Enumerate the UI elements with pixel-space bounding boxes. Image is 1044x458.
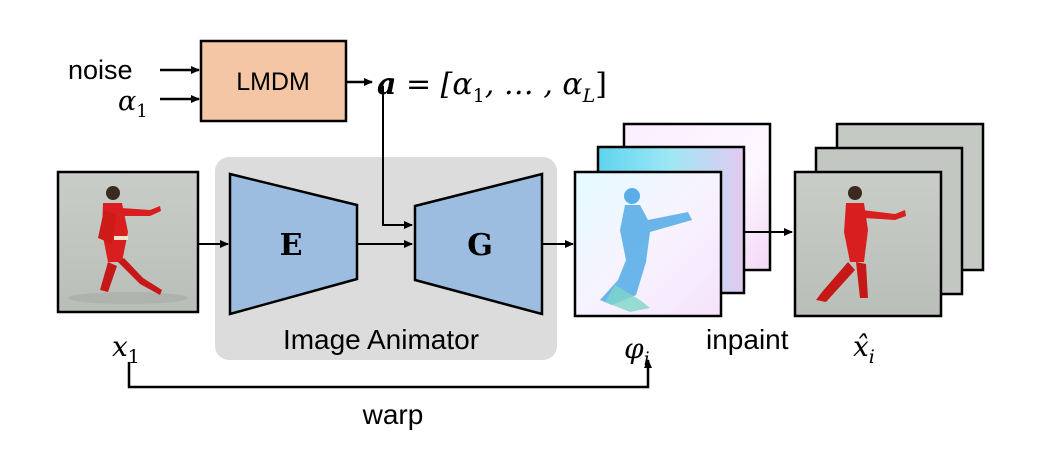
input-frame-photo — [56, 170, 200, 314]
flow-stack — [573, 122, 772, 318]
warp-arrow — [127, 359, 652, 389]
encoder-block — [228, 172, 359, 316]
image-animator-label: Image Animator — [283, 324, 479, 355]
warp-label: warp — [362, 399, 424, 430]
generator-block — [413, 172, 544, 316]
xhat-label: x̂i — [853, 330, 875, 368]
alpha1-label: α1 — [118, 86, 148, 122]
lmdm-label: LMDM — [236, 68, 310, 96]
generator-label: G — [467, 228, 493, 263]
encoder-label: E — [280, 228, 303, 263]
inpaint-label: inpaint — [706, 324, 789, 355]
noise-label: noise — [68, 55, 133, 85]
motion-sequence-formula: a = [α1, … , αL] — [377, 67, 607, 107]
output-frame-stack — [793, 122, 985, 318]
motion-to-generator-arrow — [382, 86, 413, 229]
phi-label: φi — [624, 332, 650, 370]
x1-label: x1 — [112, 330, 140, 368]
